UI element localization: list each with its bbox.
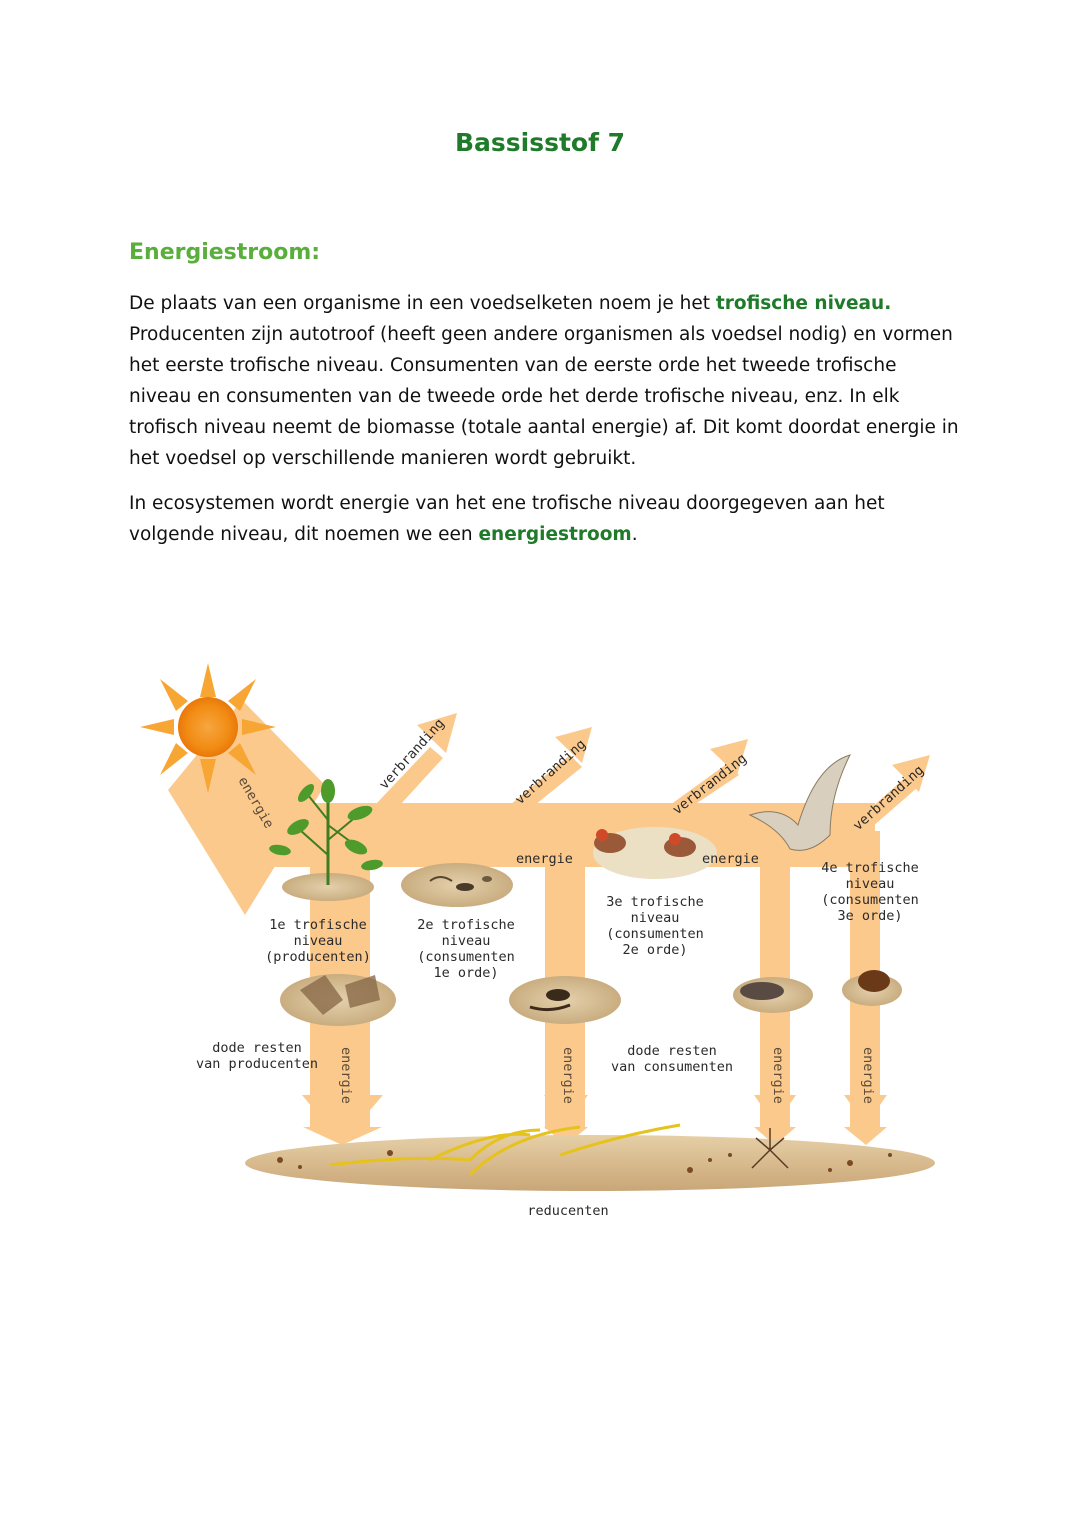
decomposers-soil-icon	[245, 1123, 935, 1191]
section-heading: Energiestroom:	[129, 240, 321, 265]
svg-text:4e trofische: 4e trofische	[821, 860, 919, 876]
paragraph-trofisch-niveau: De plaats van een organisme in een voeds…	[129, 288, 959, 474]
highlight-trofische-niveau: trofische niveau.	[715, 293, 892, 314]
level-2-label: 2e trofische niveau (consumenten 1e orde…	[417, 917, 515, 981]
paragraph-text: De plaats van een organisme in een voeds…	[129, 293, 716, 314]
svg-text:3e orde): 3e orde)	[837, 908, 902, 924]
svg-text:niveau: niveau	[846, 876, 895, 892]
bird-of-prey-icon	[748, 754, 851, 851]
verbranding-label-4: verbranding	[850, 762, 927, 834]
down-energie-label-2: energie	[560, 1047, 576, 1104]
plant-icon	[269, 779, 383, 901]
down-energie-label-3: energie	[770, 1047, 786, 1104]
down-energie-label-1: energie	[338, 1047, 354, 1104]
svg-text:1e orde): 1e orde)	[433, 965, 498, 981]
level-4-label: 4e trofische niveau (consumenten 3e orde…	[821, 860, 919, 924]
dead-producers-label: dode resten van producenten	[196, 1040, 318, 1072]
birds-icon	[593, 827, 717, 879]
paragraph-energiestroom: In ecosystemen wordt energie van het ene…	[129, 488, 959, 550]
paragraph-text: .	[631, 524, 638, 545]
svg-text:(consumenten: (consumenten	[821, 892, 919, 908]
svg-text:van consumenten: van consumenten	[611, 1059, 733, 1075]
decomposers-label: reducenten	[527, 1203, 608, 1219]
paragraph-text: Producenten zijn autotroof (heeft geen a…	[129, 324, 959, 469]
page-title: Bassisstof 7	[454, 128, 626, 157]
svg-text:van producenten: van producenten	[196, 1056, 318, 1072]
sun-icon	[140, 663, 276, 793]
verbranding-label-2: verbranding	[512, 736, 589, 808]
svg-text:3e trofische: 3e trofische	[606, 894, 704, 910]
flow-arrowheads	[302, 713, 930, 1143]
level-1-label: 1e trofische niveau (producenten)	[265, 917, 371, 965]
flow-energie-label-1: energie	[516, 851, 573, 867]
highlight-energiestroom: energiestroom	[478, 524, 632, 545]
svg-text:2e trofische: 2e trofische	[417, 917, 515, 933]
paragraph-text: In ecosystemen wordt energie van het ene…	[129, 493, 885, 545]
dead-leaves-icon	[280, 974, 396, 1026]
svg-text:niveau: niveau	[294, 933, 343, 949]
svg-text:dode resten: dode resten	[212, 1040, 301, 1056]
dead-raptor-icon	[842, 970, 902, 1006]
svg-text:1e trofische: 1e trofische	[269, 917, 367, 933]
dead-consumers-label: dode resten van consumenten	[611, 1043, 733, 1075]
svg-text:dode resten: dode resten	[627, 1043, 716, 1059]
svg-text:niveau: niveau	[631, 910, 680, 926]
svg-text:2e orde): 2e orde)	[622, 942, 687, 958]
flow-energie-label-2: energie	[702, 851, 759, 867]
herbivore-insects-icon	[401, 863, 513, 907]
svg-text:(producenten): (producenten)	[265, 949, 371, 965]
svg-text:(consumenten: (consumenten	[606, 926, 704, 942]
svg-text:niveau: niveau	[442, 933, 491, 949]
energy-flow-diagram: energie verbranding verbranding verbrand…	[140, 663, 935, 1219]
level-3-label: 3e trofische niveau (consumenten 2e orde…	[606, 894, 704, 958]
dead-bird-icon	[733, 977, 813, 1013]
svg-text:(consumenten: (consumenten	[417, 949, 515, 965]
down-energie-label-4: energie	[860, 1047, 876, 1104]
dead-insects-icon	[509, 976, 621, 1024]
